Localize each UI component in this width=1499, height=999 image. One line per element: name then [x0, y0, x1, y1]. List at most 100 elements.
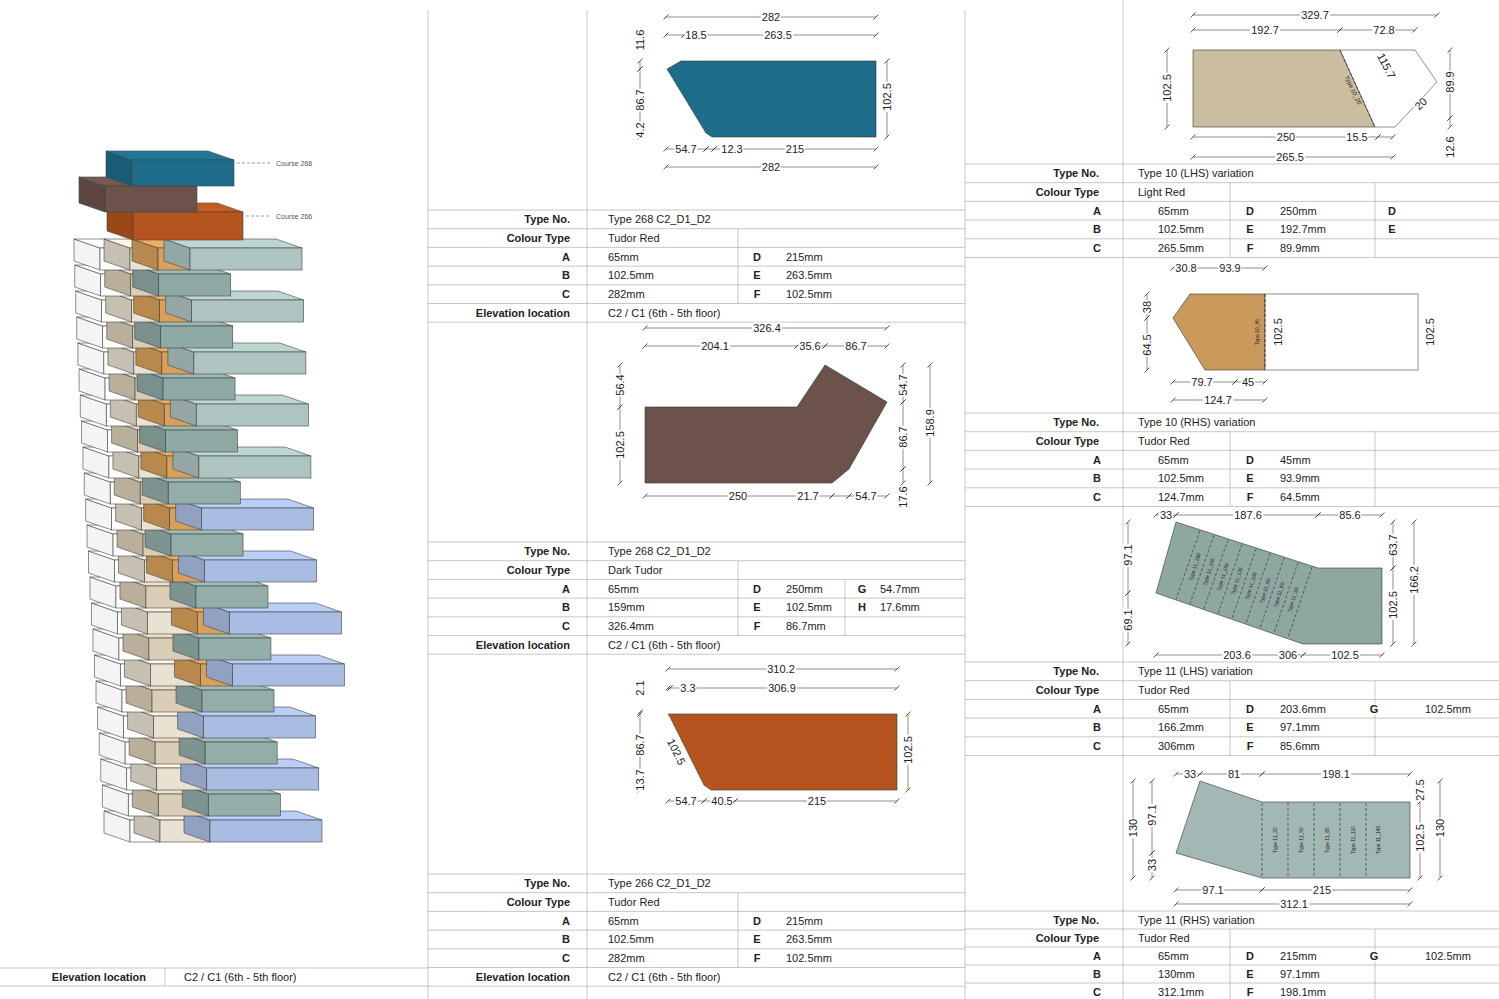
table-cell: 198.1mm [1279, 987, 1327, 998]
table-cell: Colour Type [506, 565, 571, 576]
table-cell: 54.7mm [879, 583, 921, 594]
grid-line [428, 322, 965, 323]
dimension-tick [638, 712, 643, 717]
table-cell: Type 11 (LHS) variation [1137, 666, 1254, 677]
dimension-label: 102.5 [664, 736, 687, 767]
grid-line [428, 930, 965, 931]
brick [106, 151, 234, 186]
brick-face [229, 612, 341, 634]
dimension-label: 192.7 [1250, 25, 1280, 36]
dimension-tick [1154, 513, 1159, 518]
table-cell: Colour Type [506, 233, 571, 244]
dimension-label: 263.5 [763, 30, 793, 41]
dimension-tick [1165, 48, 1170, 53]
table-cell: Colour Type [1035, 933, 1100, 944]
table-cell: Type 11 (RHS) variation [1137, 915, 1256, 926]
table-cell: Type No. [523, 878, 571, 889]
dimension-label: 63.7 [1388, 533, 1399, 556]
table-cell: Colour Type [1035, 685, 1100, 696]
type-tag: Type 11_30 [1287, 587, 1299, 613]
table-cell: 102.5mm [1157, 224, 1205, 235]
table-cell: 306mm [1157, 741, 1196, 752]
dimension-tick [1174, 772, 1179, 777]
dimension-tick [906, 712, 911, 717]
dimension-tick [1126, 520, 1131, 525]
brick-face [133, 212, 243, 240]
brick-face [199, 456, 311, 478]
grid-line [1375, 432, 1376, 507]
dimension-tick [1191, 155, 1196, 160]
table-cell: 250mm [1279, 205, 1318, 216]
dimension-label: 198.1 [1321, 769, 1351, 780]
brick-face [168, 482, 240, 504]
type-tag: Type 11_165 [1202, 558, 1215, 587]
dimension-label: 306 [1278, 650, 1298, 661]
brick-face [190, 248, 302, 270]
table-cell: Type 10 (LHS) variation [1137, 168, 1255, 179]
table-cell: Colour Type [506, 897, 571, 908]
dimension-label: 86.7 [635, 88, 646, 111]
table-cell: 97.1mm [1279, 722, 1321, 733]
dimension-tick [1301, 653, 1306, 658]
cut-line [1262, 803, 1263, 877]
table-cell: 102.5mm [607, 270, 655, 281]
brick-face [194, 352, 306, 374]
dimension-label: 306.9 [767, 683, 797, 694]
table-cell: Tudor Red [607, 233, 661, 244]
table-cell: F [753, 953, 762, 964]
table-cell: A [1092, 951, 1102, 962]
dimension-tick [1263, 380, 1268, 385]
table-cell: Elevation location [51, 972, 147, 983]
table-cell: B [1092, 473, 1102, 484]
table-cell: G [1369, 951, 1380, 962]
table-cell: 215mm [785, 251, 824, 262]
dimension-tick [702, 799, 707, 804]
dimension-tick [1131, 779, 1136, 784]
table-cell: Type No. [1052, 417, 1100, 428]
dimension-label: 40.5 [710, 796, 733, 807]
table-cell: C2 / C1 (6th - 5th floor) [183, 972, 298, 983]
dimension-label: 215 [785, 144, 805, 155]
grid-line [1230, 432, 1231, 507]
table-cell: 102.5mm [785, 289, 833, 300]
grid-line [738, 561, 739, 636]
brick-face [205, 742, 277, 764]
grid-line [965, 413, 1499, 414]
grid-line [965, 911, 1499, 912]
table-cell: D [1245, 205, 1255, 216]
dimension-label: 102.5 [1273, 317, 1284, 347]
table-cell: H [857, 602, 867, 613]
dimension-label: 312.1 [1279, 899, 1309, 910]
table-cell: 85.6mm [1279, 741, 1321, 752]
table-cell: 312.1mm [1157, 987, 1205, 998]
dimension-label: 166.2 [1409, 565, 1420, 595]
dimension-tick [1150, 779, 1155, 784]
grid-line [428, 654, 965, 655]
dimension-label: 282 [761, 12, 781, 23]
dimension-label: 102.5 [882, 82, 893, 112]
brick-face [204, 560, 316, 582]
grid-line [428, 635, 965, 636]
grid-line [965, 238, 1499, 239]
grid-line [965, 506, 1499, 507]
table-cell: 102.5mm [785, 602, 833, 613]
dimension-tick [638, 67, 643, 72]
type-tag: Type 10_45 [1255, 319, 1260, 345]
dimension-line [832, 496, 849, 497]
table-cell: D [752, 915, 762, 926]
table-cell: Type No. [1052, 915, 1100, 926]
table-cell: A [1092, 703, 1102, 714]
dimension-tick [1316, 513, 1321, 518]
table-cell: E [752, 602, 761, 613]
dimension-tick [847, 494, 852, 499]
dimension-label: 326.4 [752, 323, 782, 334]
dimension-tick [874, 15, 879, 20]
table-cell: 250mm [785, 583, 824, 594]
table-cell: 215mm [785, 915, 824, 926]
dimension-tick [895, 686, 900, 691]
dimension-label: 81 [1227, 769, 1241, 780]
dimension-label: 102.5 [1415, 823, 1426, 853]
dimension-label: 282 [761, 162, 781, 173]
dimension-tick [618, 405, 623, 410]
dimension-tick [1380, 653, 1385, 658]
